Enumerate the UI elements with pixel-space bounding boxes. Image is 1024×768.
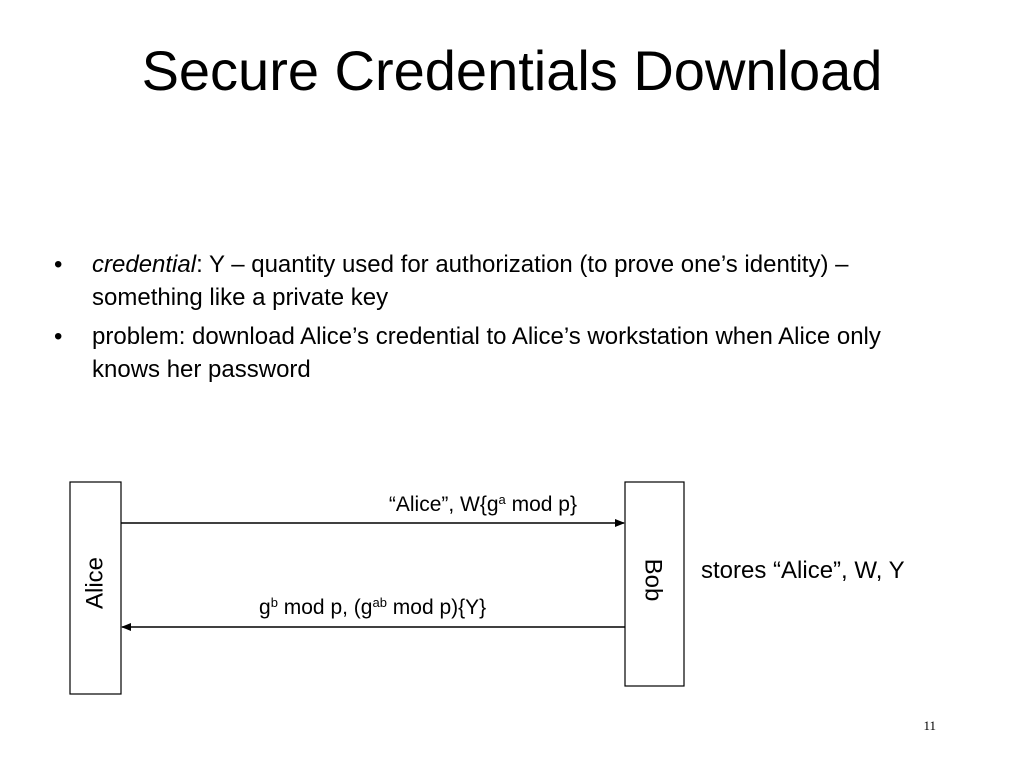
message-bob-to-alice: gb mod p, (gab mod p){Y} [259,595,486,619]
alice-label: Alice [81,557,108,609]
slide-title: Secure Credentials Download [141,39,883,102]
message-alice-to-bob: “Alice”, W{ga mod p} [389,492,577,516]
bob-box [624,481,685,687]
bullet-item-credential: • credential: Y – quantity used for auth… [54,248,934,314]
bullet-marker: • [54,251,63,278]
alice-box [69,481,122,695]
bullet-item-problem: • problem: download Alice’s credential t… [54,320,934,386]
bullet-marker: • [54,323,63,350]
page-number: 11 [923,718,936,733]
credential-definition: : Y – quantity used for authorization (t… [92,251,849,311]
bullet-list: • credential: Y – quantity used for auth… [54,248,934,392]
credential-term: credential [92,251,197,278]
bob-label: Bob [640,559,667,602]
bob-storage-note: stores “Alice”, W, Y [701,557,905,584]
problem-text: problem: download Alice’s credential to … [92,323,881,383]
